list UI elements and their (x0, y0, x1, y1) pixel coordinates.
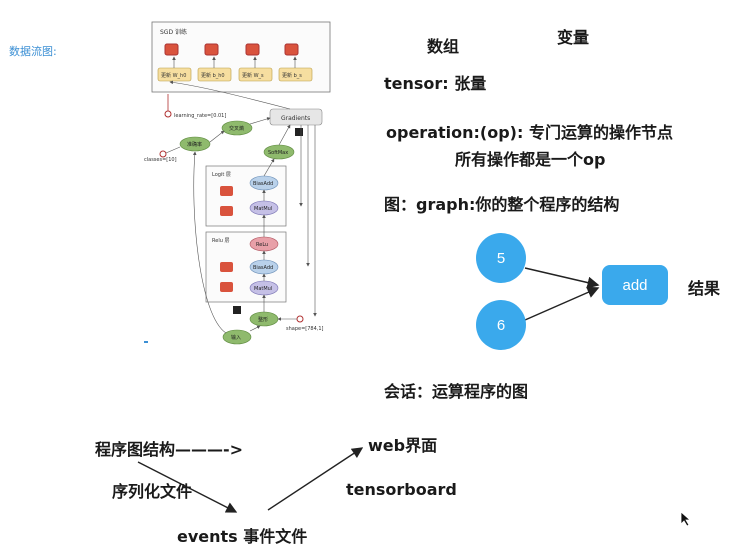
flow-events: events 事件文件 (177, 527, 308, 546)
cursor-icon (680, 511, 692, 527)
flow-serialize: 序列化文件 (112, 482, 193, 501)
result-label: 结果 (688, 279, 721, 298)
accuracy-label: 准确率 (187, 141, 202, 148)
relu-node: ReLu (256, 242, 268, 248)
dataflow-label: 数据流图: (9, 45, 57, 58)
flow-web: web界面 (368, 436, 438, 455)
update-label-1: 更新 b_h0 (201, 72, 225, 79)
reshape-label: 整形 (258, 316, 268, 323)
shape-label: shape=[784,1] (286, 326, 324, 332)
logit-title: Logit 层 (212, 172, 231, 178)
sgd-title: SGD 训练 (160, 28, 187, 36)
relu-matmul: MatMul (254, 286, 272, 292)
update-label-3: 更新 b_s (282, 72, 302, 79)
tensor-def: tensor: 张量 (384, 74, 487, 93)
node-6: 6 (476, 300, 526, 350)
all-ops-def: 所有操作都是一个op (455, 150, 606, 169)
dataflow-figure: SGD 训练 更新 W_h0 更新 b_h0 更新 W_s 更新 b_s lea… (144, 21, 331, 345)
cross-entropy-label: 交叉熵 (229, 125, 244, 132)
operation-def: operation:(op): 专门运算的操作节点 (386, 123, 673, 142)
flow-arrows (137, 447, 364, 513)
learning-rate-label: learning_rate=[0.01] (174, 113, 226, 119)
add-node: add (602, 265, 668, 305)
graph-def: 图：graph:你的整个程序的结构 (384, 195, 620, 214)
input-label: 输入 (231, 334, 241, 341)
logit-biasadd: BiasAdd (253, 181, 273, 187)
session-def: 会话：运算程序的图 (384, 382, 529, 401)
relu-title: Relu 层 (212, 238, 229, 244)
array-label: 数组 (427, 37, 460, 56)
add-graph-edges (524, 267, 600, 321)
variable-label: 变量 (557, 28, 590, 47)
logit-matmul: MatMul (254, 206, 272, 212)
softmax-label: SoftMax (268, 150, 288, 156)
classes-label: classes=[10] (144, 157, 177, 163)
update-label-0: 更新 W_h0 (161, 72, 186, 79)
gradients-label: Gradients (281, 115, 310, 122)
relu-biasadd: BiasAdd (253, 265, 273, 271)
node-5: 5 (476, 233, 526, 283)
update-label-2: 更新 W_s (242, 72, 264, 79)
flow-board: tensorboard (346, 480, 457, 499)
flow-structure: 程序图结构———-> (95, 440, 244, 459)
